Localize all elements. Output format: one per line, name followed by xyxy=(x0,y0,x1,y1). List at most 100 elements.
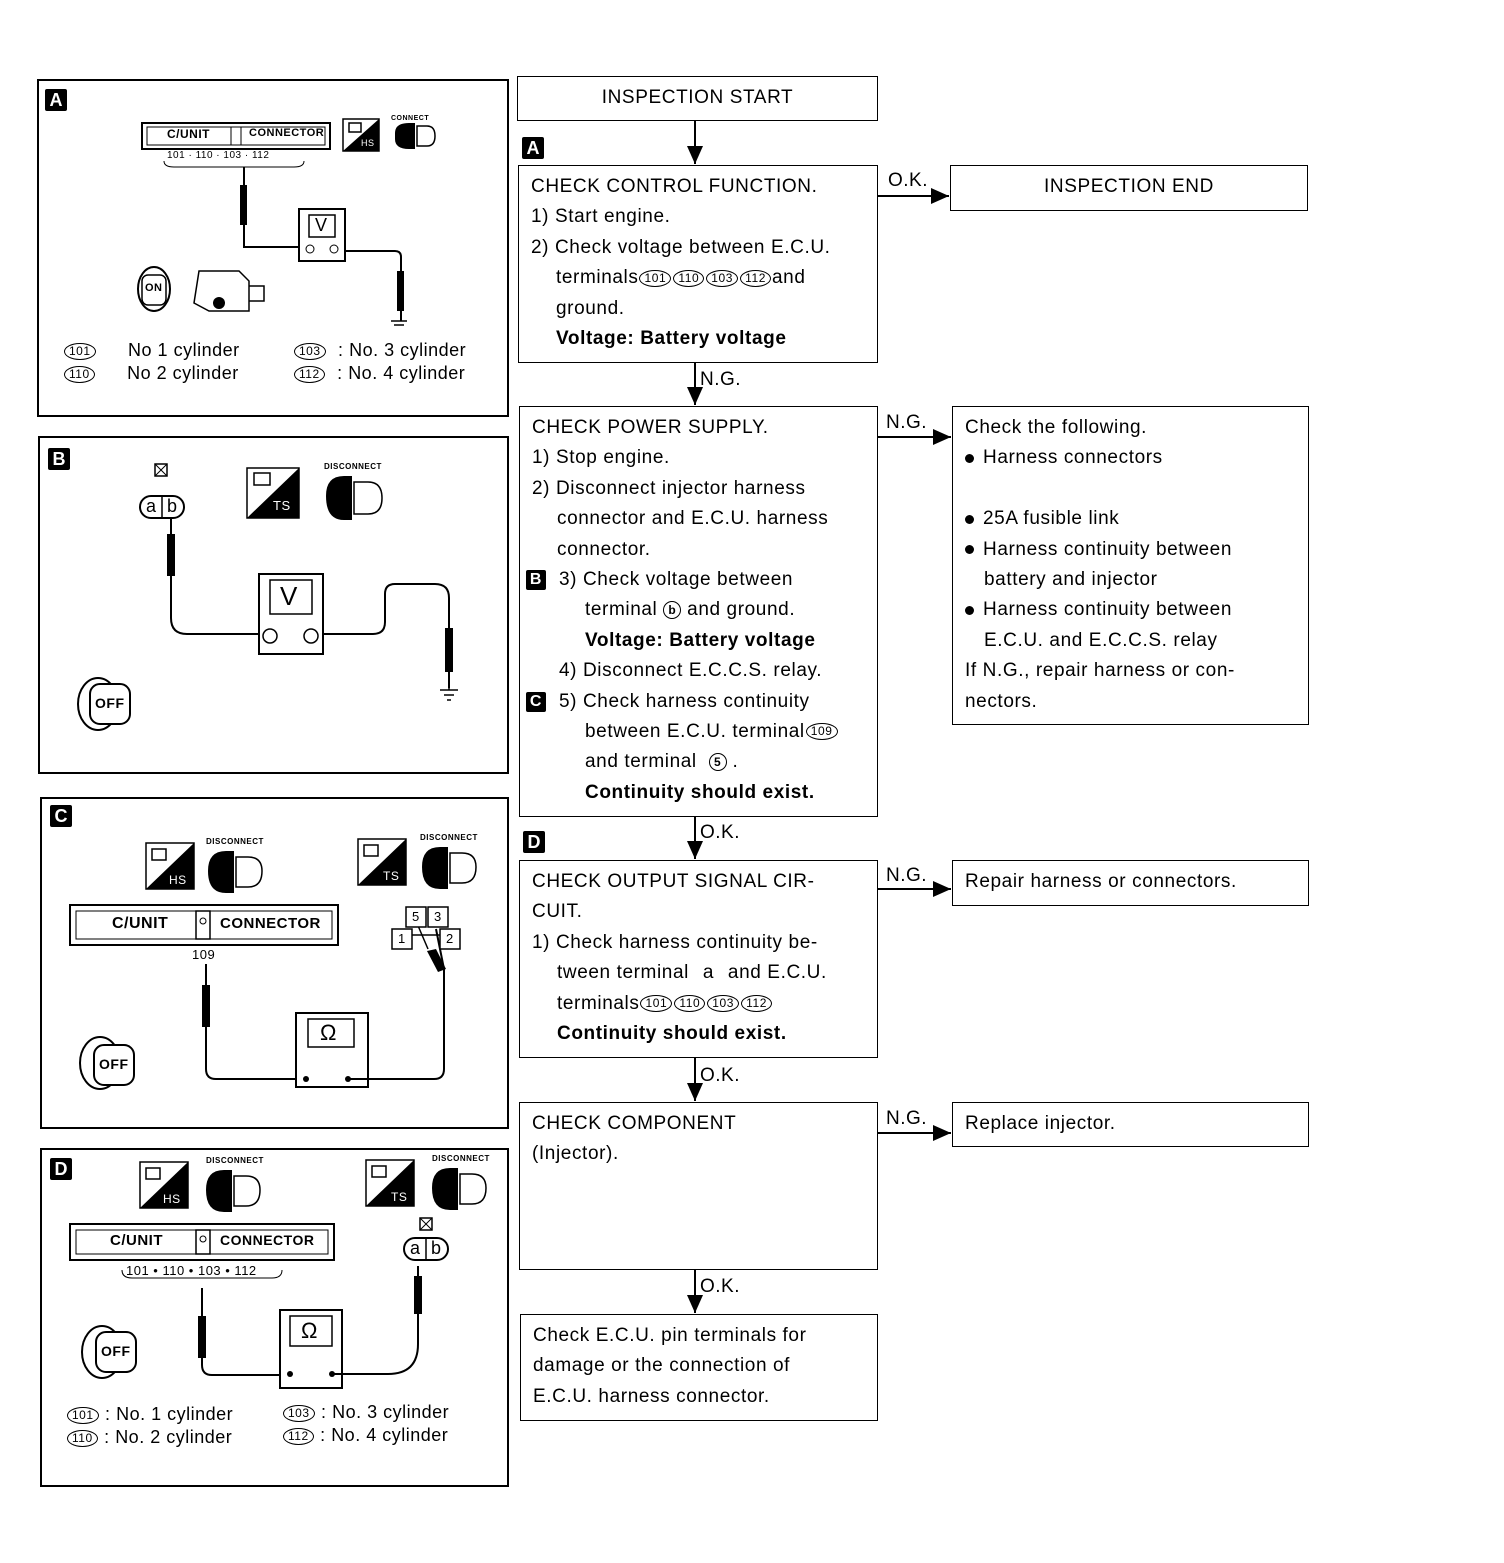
step2-line3: connector and E.C.U. harness xyxy=(557,508,829,530)
step2-line11: and terminal 5 . xyxy=(532,747,865,777)
ng2-bullet3a: Harness continuity between xyxy=(965,535,1296,565)
panel-a-legend-2-term: 110 xyxy=(64,365,95,383)
flow-badge-c: C xyxy=(526,691,546,712)
panel-a-legend-3: 103 : No. 3 cylinder xyxy=(293,340,466,361)
ng-repair-box: Repair harness or connectors. xyxy=(952,860,1309,906)
ng4-text: Replace injector. xyxy=(965,1113,1116,1134)
step3-terminal-a: a xyxy=(702,962,715,984)
ok-label-3: O.K. xyxy=(700,1065,741,1086)
panel-c-disconnect-label-right: DISCONNECT xyxy=(420,833,478,842)
panel-a: A C/UNIT CONNECTOR 101 · 110 · 103 · 112 xyxy=(37,79,509,417)
ng-label-2: N.G. xyxy=(886,412,928,433)
ng2-note1: If N.G., repair harness or con- xyxy=(965,660,1235,682)
panel-d-legend-3-text: No. 3 cylinder xyxy=(332,1402,450,1422)
step1-line2: 2) Check voltage between E.C.U. xyxy=(531,236,831,258)
ng3-text: Repair harness or connectors. xyxy=(965,871,1237,892)
ng2-bullet4a: Harness continuity between xyxy=(965,595,1296,625)
panel-a-legend-1-text: No 1 cylinder xyxy=(128,340,240,360)
step2-line10a: between E.C.U. terminal xyxy=(585,720,805,742)
step3-title1: CHECK OUTPUT SIGNAL CIR- xyxy=(532,871,815,892)
step3-title2: CUIT. xyxy=(532,901,583,923)
panel-b-conn-a: a xyxy=(146,496,157,516)
step2-line9: 5) Check harness continuity xyxy=(559,690,810,712)
panel-d: D HS DISCO xyxy=(40,1148,509,1487)
panel-d-diagram xyxy=(69,1159,487,1389)
panel-a-connect-label: CONNECT xyxy=(391,115,430,122)
panel-d-ts-label: TS xyxy=(391,1190,408,1204)
panel-c-key-label: OFF xyxy=(99,1056,129,1072)
panel-a-key-label: ON xyxy=(145,282,163,294)
panel-c-badge: C xyxy=(50,805,72,827)
step2-terminal-109: 109 xyxy=(805,723,838,741)
step1-title: CHECK CONTROL FUNCTION. xyxy=(531,176,818,197)
inspection-start-text: INSPECTION START xyxy=(601,87,794,108)
panel-a-legend-2: 110 No 2 cylinder xyxy=(63,363,239,384)
step1-line4: ground. xyxy=(556,297,625,319)
ng2-bullet1: Harness connectors xyxy=(965,443,1296,473)
panel-c-pin-2: 3 xyxy=(434,909,442,924)
step3-term-112: 112 xyxy=(741,995,773,1013)
ng2-bullet3b: battery and injector xyxy=(984,568,1158,590)
step2-line12: Continuity should exist. xyxy=(585,781,815,803)
step-output-signal: CHECK OUTPUT SIGNAL CIR- CUIT. 1) Check … xyxy=(519,860,878,1058)
ok-label-1: O.K. xyxy=(888,170,929,191)
panel-c-connector-label: CONNECTOR xyxy=(220,915,321,932)
panel-d-conn-b: b xyxy=(431,1238,442,1258)
ng2-note2: nectors. xyxy=(965,690,1038,712)
panel-a-legend-4-text: No. 4 cylinder xyxy=(348,363,466,383)
panel-d-hs-label: HS xyxy=(163,1192,181,1206)
panel-d-disconnect-label-left: DISCONNECT xyxy=(206,1156,264,1165)
final-line1: Check E.C.U. pin terminals for xyxy=(533,1325,807,1346)
ng-check-following-box: Check the following. Harness connectors … xyxy=(952,406,1309,725)
panel-d-connector-label: CONNECTOR xyxy=(220,1232,315,1248)
panel-d-legend-2-sep: : xyxy=(104,1427,110,1447)
step-control-function: CHECK CONTROL FUNCTION. 1) Start engine.… xyxy=(518,165,878,363)
step2-line6b: and ground. xyxy=(687,599,796,621)
ng-label-3: N.G. xyxy=(886,865,928,886)
step3-line1: 1) Check harness continuity be- xyxy=(532,931,818,953)
step2-line1: 1) Stop engine. xyxy=(532,447,670,469)
step1-term-101: 101 xyxy=(639,269,672,287)
step3-line2a: tween terminal xyxy=(557,962,689,984)
step2-line7: Voltage: Battery voltage xyxy=(585,629,816,651)
panel-d-badge: D xyxy=(50,1158,72,1180)
panel-c-pin-1: 5 xyxy=(412,909,420,924)
step2-line9-row: C 5) Check harness continuity xyxy=(526,687,865,717)
ok-label-2: O.K. xyxy=(700,822,741,843)
panel-d-legend-2-text: No. 2 cylinder xyxy=(115,1427,233,1447)
panel-a-legend-1: 101 No 1 cylinder xyxy=(63,340,240,361)
step1-term-110: 110 xyxy=(673,269,705,287)
panel-a-legend-4: 112 : No. 4 cylinder xyxy=(293,363,465,384)
panel-d-legend-3: 103 : No. 3 cylinder xyxy=(282,1402,449,1423)
panel-d-legend-1: 101 : No. 1 cylinder xyxy=(66,1404,233,1425)
step2-line6a: terminal xyxy=(585,599,658,621)
step3-line2b: and E.C.U. xyxy=(727,962,827,984)
final-line3: E.C.U. harness connector. xyxy=(533,1385,770,1407)
step-power-supply: CHECK POWER SUPPLY. 1) Stop engine. 2) D… xyxy=(519,406,878,817)
panel-c-pin-3: 1 xyxy=(398,931,406,946)
ng2-bullet4b: E.C.U. and E.C.C.S. relay xyxy=(984,629,1218,651)
panel-a-connector-label: CONNECTOR xyxy=(249,127,325,139)
step1-term-112: 112 xyxy=(740,269,772,287)
final-line2: damage or the connection of xyxy=(533,1355,791,1377)
panel-a-legend-3-text: No. 3 cylinder xyxy=(349,340,467,360)
step2-line2: 2) Disconnect injector harness xyxy=(532,477,806,499)
panel-d-legend-3-term: 103 xyxy=(283,1404,315,1422)
ng-replace-box: Replace injector. xyxy=(952,1102,1309,1147)
panel-b-conn-b: b xyxy=(167,496,178,516)
step2-line11a: and terminal xyxy=(585,751,697,773)
panel-d-legend-4-sep: : xyxy=(320,1425,326,1445)
ng2-title: Check the following. xyxy=(965,417,1148,438)
panel-a-meter-label: V xyxy=(315,215,328,235)
inspection-end-box: INSPECTION END xyxy=(950,165,1308,211)
step3-term-110: 110 xyxy=(674,995,706,1013)
step1-line5: Voltage: Battery voltage xyxy=(556,327,787,349)
panel-c-cunit-label: C/UNIT xyxy=(112,915,169,932)
panel-a-terminals-row: 101 · 110 · 103 · 112 xyxy=(167,150,270,161)
panel-a-legend-4-term: 112 xyxy=(294,365,325,383)
step2-line6: terminal b and ground. xyxy=(532,595,865,625)
step3-line2: tween terminal a and E.C.U. xyxy=(532,958,865,988)
step2-line4: connector. xyxy=(557,538,651,560)
step2-line11b: . xyxy=(732,751,739,773)
panel-d-key-label: OFF xyxy=(101,1343,131,1359)
